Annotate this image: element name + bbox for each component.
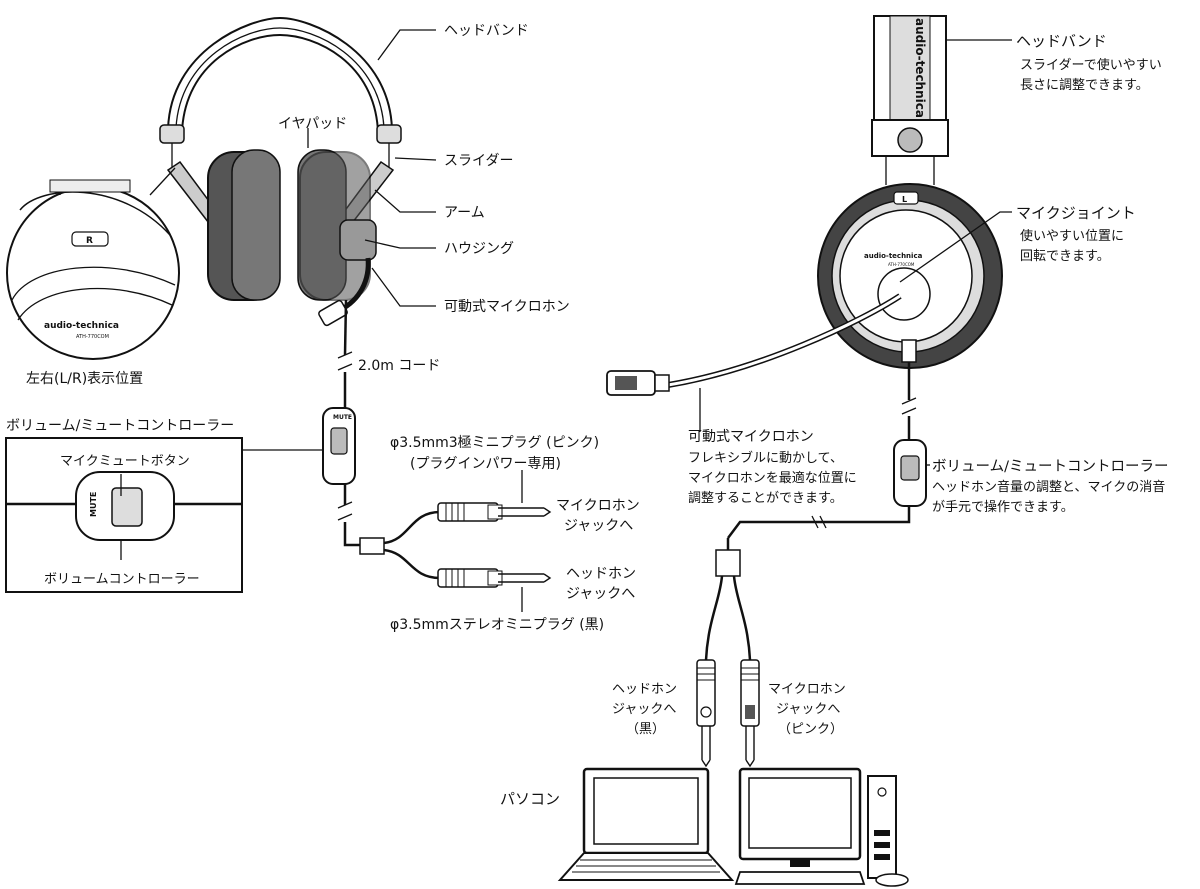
label-plug3-line1: φ3.5mm3極ミニプラグ (ピンク) (390, 435, 599, 451)
label-hp-jack-1: ヘッドホン (566, 566, 636, 582)
l-mark: L (902, 195, 907, 204)
label-r-mic-joint-desc1: 使いやすい位置に (1020, 228, 1124, 244)
lr-zoom-circle (6, 167, 180, 360)
label-slider: スライダー (444, 153, 513, 169)
label-r-hp-jack3: （黒） (626, 722, 665, 737)
label-r-mic-jack3: （ピンク） (778, 722, 843, 737)
label-mic-jack-1: マイクロホン (556, 498, 640, 514)
right-model: ATH-770COM (888, 262, 915, 267)
label-r-headband-desc2: 長さに調整できます。 (1020, 78, 1149, 93)
label-stereo-plug: φ3.5mmステレオミニプラグ (黒) (390, 617, 604, 633)
label-r-hp-jack1: ヘッドホン (612, 682, 677, 697)
left-headphone (159, 16, 402, 410)
laptop-illustration (557, 767, 735, 881)
controller-detail-box (5, 437, 322, 593)
label-arm: アーム (444, 205, 485, 221)
label-hp-jack-2: ジャックへ (566, 586, 635, 602)
box-mute-mark: MUTE (89, 492, 98, 517)
inline-mute-mark: MUTE (333, 414, 352, 421)
label-r-mic-jack1: マイクロホン (768, 682, 846, 697)
label-earpad: イヤパッド (278, 116, 347, 132)
label-volume-controller: ボリュームコントローラー (44, 572, 200, 587)
label-plug3-line2: (プラグインパワー専用) (410, 456, 561, 472)
desktop-pc-illustration (734, 767, 909, 887)
label-r-mic-desc2: マイクロホンを最適な位置に (688, 470, 857, 486)
right-headphone (606, 15, 1003, 768)
label-r-mic-title: 可動式マイクロホン (688, 429, 814, 445)
label-r-hp-jack2: ジャックへ (612, 702, 676, 717)
left-model: ATH-770COM (76, 334, 109, 340)
label-pc: パソコン (500, 790, 560, 808)
label-headband: ヘッドバンド (444, 23, 529, 39)
left-inline-controller (322, 407, 552, 612)
left-callouts (307, 29, 437, 307)
label-r-vm-desc2: が手元で操作できます。 (932, 499, 1074, 515)
left-brand: audio-technica (44, 321, 119, 331)
label-r-vm-title: ボリューム/ミュートコントローラー (932, 458, 1168, 475)
label-r-headband-title: ヘッドバンド (1016, 32, 1107, 50)
left-labels: ヘッドバンド イヤパッド スライダー アーム ハウジング 可動式マイクロホン 2… (6, 23, 640, 633)
label-r-mic-desc1: フレキシブルに動かして、 (688, 450, 843, 466)
label-lr-position: 左右(L/R)表示位置 (26, 371, 143, 387)
label-volume-mute-title: ボリューム/ミュートコントローラー (6, 418, 234, 434)
headband-shape (166, 16, 394, 134)
label-cord: 2.0m コード (358, 358, 440, 374)
label-r-mic-jack2: ジャックへ (776, 702, 840, 717)
label-r-vm-desc1: ヘッドホン音量の調整と、マイクの消音 (932, 479, 1165, 495)
right-brand: audio-technica (864, 252, 923, 260)
label-mic-jack-2: ジャックへ (564, 518, 633, 534)
label-r-mic-joint-desc2: 回転できます。 (1020, 249, 1110, 264)
label-r-mic-joint-title: マイクジョイント (1016, 204, 1136, 222)
r-mark: R (86, 236, 93, 246)
label-mic: 可動式マイクロホン (444, 299, 570, 315)
label-r-mic-desc3: 調整することができます。 (688, 491, 843, 506)
label-mic-mute-button: マイクミュートボタン (60, 454, 190, 469)
right-callouts (699, 39, 1012, 466)
label-housing: ハウジング (444, 241, 514, 257)
right-labels: ヘッドバンド スライダーで使いやすい 長さに調整できます。 マイクジョイント 使… (500, 18, 1168, 808)
headband-brand: audio-technica (913, 18, 927, 118)
label-r-headband-desc1: スライダーで使いやすい (1020, 57, 1162, 73)
